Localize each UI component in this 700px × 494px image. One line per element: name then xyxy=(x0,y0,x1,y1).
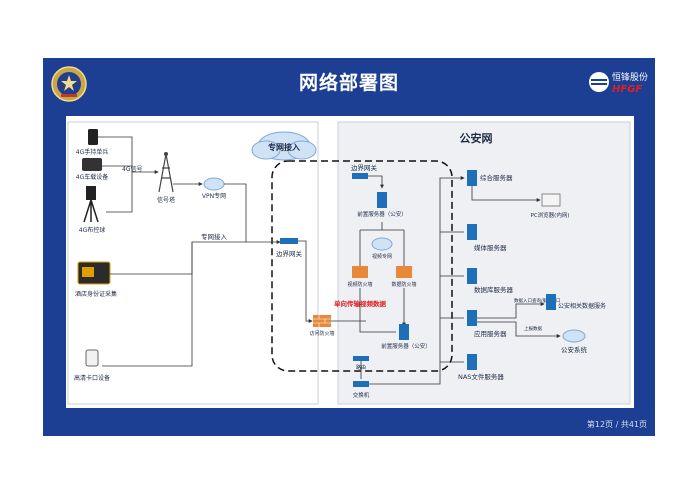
video-firewall-label: 视频防火墙 xyxy=(347,281,372,288)
vehicle-device-icon xyxy=(82,158,102,171)
video-firewall-icon xyxy=(352,266,368,278)
access-firewall-label: 访问防火墙 xyxy=(309,330,334,337)
switch-label: 交换机 xyxy=(353,391,370,399)
access-firewall-icon xyxy=(313,315,331,327)
vpn-cloud-icon xyxy=(203,177,225,191)
edge-gateway-label: 边界网关 xyxy=(276,249,303,258)
private-link-label: 专网接入 xyxy=(201,232,228,241)
rear-server-icon xyxy=(399,324,409,340)
signal-tower-icon xyxy=(158,152,174,193)
application-server-label: 应用服务器 xyxy=(474,329,507,338)
checkpoint-label: 高清卡口设备 xyxy=(74,374,110,382)
media-server-icon xyxy=(467,224,477,240)
video-network-cloud-icon xyxy=(371,237,393,251)
brand-mark: HFGF xyxy=(612,84,642,95)
rear-server-label: 前置服务器（公安） xyxy=(381,342,431,350)
router-switch-icon xyxy=(353,356,369,361)
handheld-label: 4G手持单兵 xyxy=(76,148,108,156)
4g-bracket xyxy=(98,136,133,213)
handheld-device-icon xyxy=(88,129,98,145)
tripod-camera-icon xyxy=(83,186,99,223)
police-data-label: 公安相关数据服务 xyxy=(558,302,606,310)
brand-text: 恒锋股份 xyxy=(612,71,648,83)
network-diagram: 专网接入 公安网 4G手持单兵 4G车载设备 4G布控球 酒店身份证采集 高清卡… xyxy=(66,116,634,408)
core-switch-icon xyxy=(353,381,369,387)
police-system-label: 公安系统 xyxy=(561,345,588,354)
police-system-cloud-icon xyxy=(562,329,586,343)
integrated-server-label: 综合服务器 xyxy=(480,173,513,182)
data-firewall-icon xyxy=(396,266,412,278)
pc-label: PC浏览器(内网) xyxy=(531,211,570,219)
vehicle-label: 4G车载设备 xyxy=(76,173,108,181)
police-data-server-icon xyxy=(546,294,556,310)
tripod-label: 4G布控球 xyxy=(79,226,105,234)
report-label: 上报数据 xyxy=(524,325,542,332)
database-server-icon xyxy=(467,268,477,284)
police-net-title: 公安网 xyxy=(460,131,493,145)
camera-device-icon xyxy=(85,349,99,367)
page-title: 网络部署图 xyxy=(298,72,399,94)
company-logo-icon: 恒锋股份 HFGF xyxy=(589,71,648,95)
hotel-label: 酒店身份证采集 xyxy=(75,290,117,298)
4g-link-label: 4G信号 xyxy=(122,165,142,173)
nas-server-icon xyxy=(467,354,477,370)
cloud-label: 专网接入 xyxy=(268,142,300,152)
data-firewall-label: 数据防火墙 xyxy=(391,281,416,288)
nas-server-label: NAS文件服务器 xyxy=(458,372,504,381)
data-in-label: 数据入口 xyxy=(514,297,532,304)
video-network-label: 视频专网 xyxy=(372,253,392,260)
tower-label: 信号塔 xyxy=(157,196,175,204)
application-server-icon xyxy=(467,310,477,326)
middle-gateway-label: 边界网关 xyxy=(351,163,378,172)
integrated-server-icon xyxy=(467,170,477,186)
database-server-label: 数据库服务器 xyxy=(474,285,514,294)
middle-gateway-icon xyxy=(352,173,368,179)
media-server-label: 媒体服务器 xyxy=(474,243,507,252)
front-server-label: 前置服务器（公安） xyxy=(357,210,407,218)
right-panel xyxy=(337,121,631,405)
front-server-icon xyxy=(377,192,387,208)
private-network-cloud-icon xyxy=(251,131,317,161)
page-number: 第12页 / 共41页 xyxy=(586,420,647,429)
vpn-label: VPN专网 xyxy=(202,192,226,200)
edge-gateway-icon xyxy=(280,238,298,244)
pc-icon xyxy=(541,193,561,207)
police-emblem-icon xyxy=(51,66,87,102)
